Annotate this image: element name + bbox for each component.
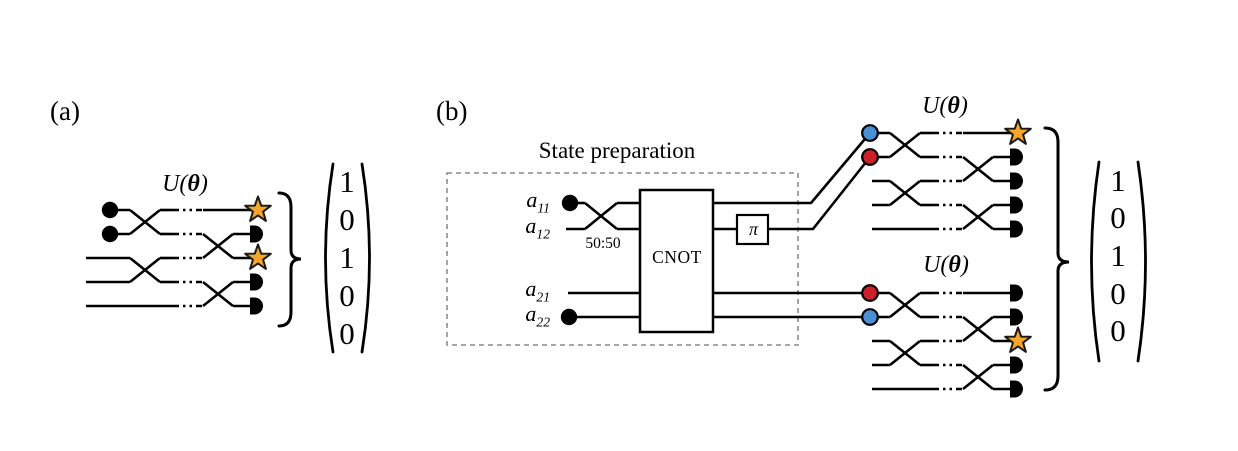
beam-splitter-crossing [202, 280, 234, 308]
detector-icon [1010, 220, 1023, 238]
beam-splitter-crossing [202, 232, 234, 260]
vector-paren-left [1090, 160, 1101, 363]
state-preparation-dashed-border [446, 172, 799, 346]
theta-symbol: θ [947, 93, 960, 119]
panel-a-tag: (a) [50, 96, 80, 126]
beam-splitter-crossing [889, 339, 921, 367]
detector-icon [250, 297, 263, 315]
red-mode-marker [861, 148, 879, 166]
beam-splitter-crossing [962, 203, 994, 231]
vector-a-entry-3: 1 [339, 240, 355, 275]
grouping-brace [1043, 126, 1070, 392]
beam-splitter-crossing [962, 363, 994, 391]
detector-icon [1010, 172, 1023, 190]
vector-paren-left [324, 162, 335, 354]
beam-splitter-crossing [129, 256, 161, 284]
detector-icon [1010, 196, 1023, 214]
vector-paren-right [360, 162, 371, 354]
photon-input-dot [101, 201, 119, 219]
vector-a-entry-1: 1 [339, 164, 355, 199]
beam-splitter-crossing [962, 315, 994, 343]
photon-star-marker [1004, 326, 1032, 353]
detector-icon [250, 225, 263, 243]
vector-a-entry-2: 0 [339, 202, 355, 237]
unitary-label-post: ) [959, 93, 968, 119]
photon-star-marker [1004, 118, 1032, 145]
vector-b-entry-2: 0 [1110, 200, 1126, 235]
detector-icon [1010, 284, 1023, 302]
vector-b-entry-1: 1 [1110, 163, 1126, 198]
unitary-label-post: ) [199, 171, 208, 197]
mode-label-sub: 12 [536, 226, 550, 242]
detector-icon [1010, 148, 1023, 166]
photon-input-dot [101, 225, 119, 243]
mode-label-a22: a22 [494, 301, 550, 330]
beam-splitter-crossing [962, 155, 994, 183]
photon-input-dot [560, 308, 578, 326]
unitary-label-pre: U( [922, 93, 948, 119]
detector-icon [250, 273, 263, 291]
detector-icon [1010, 308, 1023, 326]
photon-star-marker [244, 243, 272, 270]
detector-icon [1010, 356, 1023, 374]
red-mode-marker [861, 284, 879, 302]
beam-splitter-crossing [889, 291, 921, 319]
theta-symbol: θ [187, 171, 200, 197]
unitary-label-b-top: U(θ) [905, 93, 985, 119]
phase-gate-box [735, 213, 770, 246]
vector-b-entry-3: 1 [1110, 238, 1126, 273]
mode-label-a12: a12 [494, 213, 550, 242]
mode-label-a21: a21 [494, 276, 550, 305]
beam-splitter-crossing [889, 179, 921, 207]
unitary-label-post: ) [960, 252, 969, 278]
beam-splitter-5050-label: 50:50 [585, 235, 621, 252]
mode-label-base: a [526, 187, 538, 212]
mode-label-base: a [525, 301, 537, 326]
cnot-gate-box [638, 188, 715, 334]
mode-label-sub: 22 [536, 314, 550, 330]
beam-splitter-crossing [889, 131, 921, 159]
unitary-label-pre: U( [923, 252, 949, 278]
panel-b-tag: (b) [436, 96, 468, 126]
mode-label-base: a [525, 213, 537, 238]
mode-label-base: a [525, 276, 537, 301]
vector-b-entry-5: 0 [1110, 313, 1126, 348]
blue-mode-marker [861, 308, 879, 326]
photon-star-marker [244, 195, 272, 222]
panel-b-bottom-u-theta-block [861, 284, 1032, 398]
cnot-gate-label: CNOT [652, 247, 702, 267]
blue-mode-marker [861, 124, 879, 142]
detector-icon [1010, 380, 1023, 398]
vector-a-entry-5: 0 [339, 316, 355, 351]
panel-a-u-theta-block [86, 195, 272, 315]
mode-label-a11: a11 [494, 187, 550, 216]
vector-a-entry-4: 0 [339, 278, 355, 313]
unitary-label-pre: U( [162, 171, 188, 197]
theta-symbol: θ [948, 252, 961, 278]
unitary-label-b-bottom: U(θ) [906, 252, 986, 278]
beam-splitter-crossing [584, 201, 618, 231]
state-preparation-title: State preparation [538, 138, 696, 163]
phase-gate-label: π [748, 219, 759, 239]
beam-splitter-crossing [129, 208, 161, 236]
mode-label-sub: 11 [537, 200, 550, 216]
unitary-label-a: U(θ) [145, 171, 225, 197]
photon-input-dot [561, 194, 579, 212]
mode-label-sub: 21 [536, 289, 550, 305]
state-preparation-box [446, 132, 872, 346]
panel-b-top-u-theta-block [861, 118, 1032, 238]
grouping-brace [277, 191, 302, 328]
vector-paren-right [1136, 160, 1147, 363]
vector-b-entry-4: 0 [1110, 276, 1126, 311]
